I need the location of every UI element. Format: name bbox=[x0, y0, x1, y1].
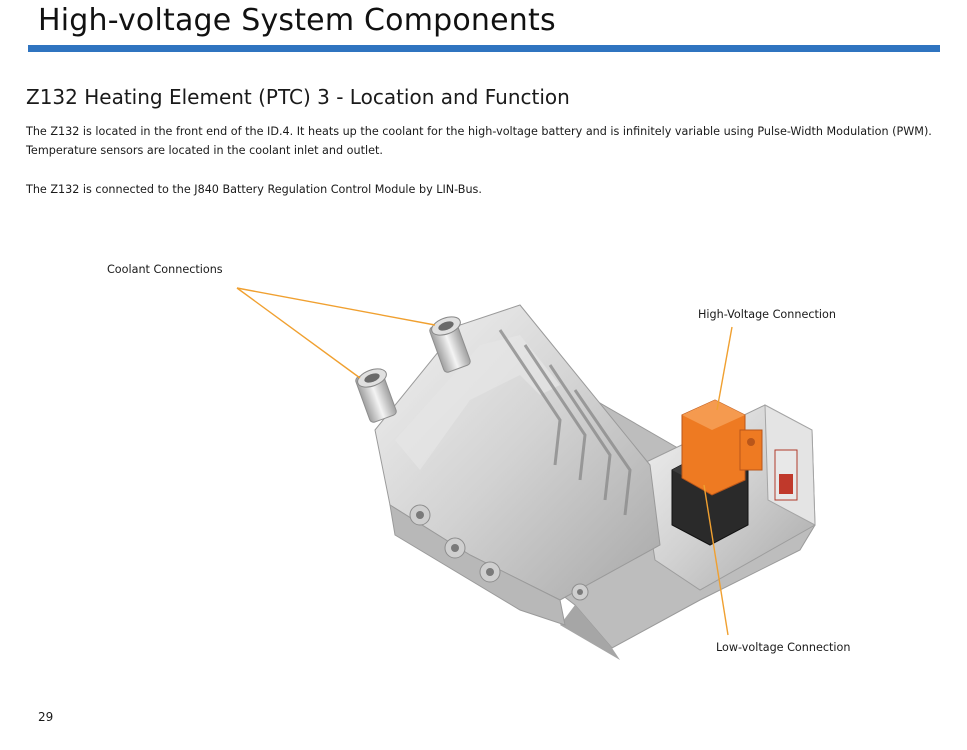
body-paragraph-connection: The Z132 is connected to the J840 Batter… bbox=[26, 183, 482, 196]
callout-leader-lines bbox=[236, 287, 733, 636]
page-number: 29 bbox=[38, 710, 54, 724]
coolant-pipes bbox=[355, 316, 471, 423]
high-voltage-connector bbox=[681, 399, 763, 496]
section-title: Z132 Heating Element (PTC) 3 - Location … bbox=[26, 85, 570, 109]
heater-body bbox=[374, 304, 661, 626]
callout-coolant-connections: Coolant Connections bbox=[107, 263, 223, 276]
page-header-title: High-voltage System Components bbox=[38, 3, 556, 38]
header-divider bbox=[28, 45, 940, 52]
body-paragraph-location: The Z132 is located in the front end of … bbox=[26, 125, 932, 157]
callout-high-voltage-connection: High-Voltage Connection bbox=[698, 308, 836, 321]
callout-low-voltage-connection: Low-voltage Connection bbox=[716, 641, 851, 654]
